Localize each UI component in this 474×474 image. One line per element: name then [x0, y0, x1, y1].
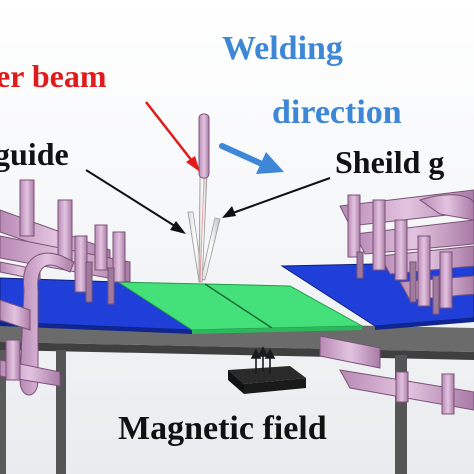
magnetic-field-label: Magnetic field — [118, 410, 327, 447]
up-arrows-icon — [250, 346, 276, 374]
weld-seam — [204, 283, 273, 329]
welding-direction-label-line2: direction — [272, 94, 402, 131]
welding-direction-label-line1: Welding — [222, 30, 343, 67]
wire-guide-label: guide — [0, 136, 69, 172]
left-clamps — [0, 179, 131, 396]
arrow-right-down-icon — [219, 143, 284, 174]
wire-guide-pointer — [85, 169, 186, 234]
shield-gas-label: Sheild g — [335, 144, 445, 180]
wire-guide — [187, 174, 221, 283]
right-clamps — [319, 189, 474, 415]
laser-beam-label: er beam — [0, 58, 107, 94]
laser-head — [198, 113, 210, 283]
shield-gas-pointer — [222, 177, 331, 218]
magnet — [228, 366, 306, 394]
laser-beam-pointer — [145, 101, 200, 172]
